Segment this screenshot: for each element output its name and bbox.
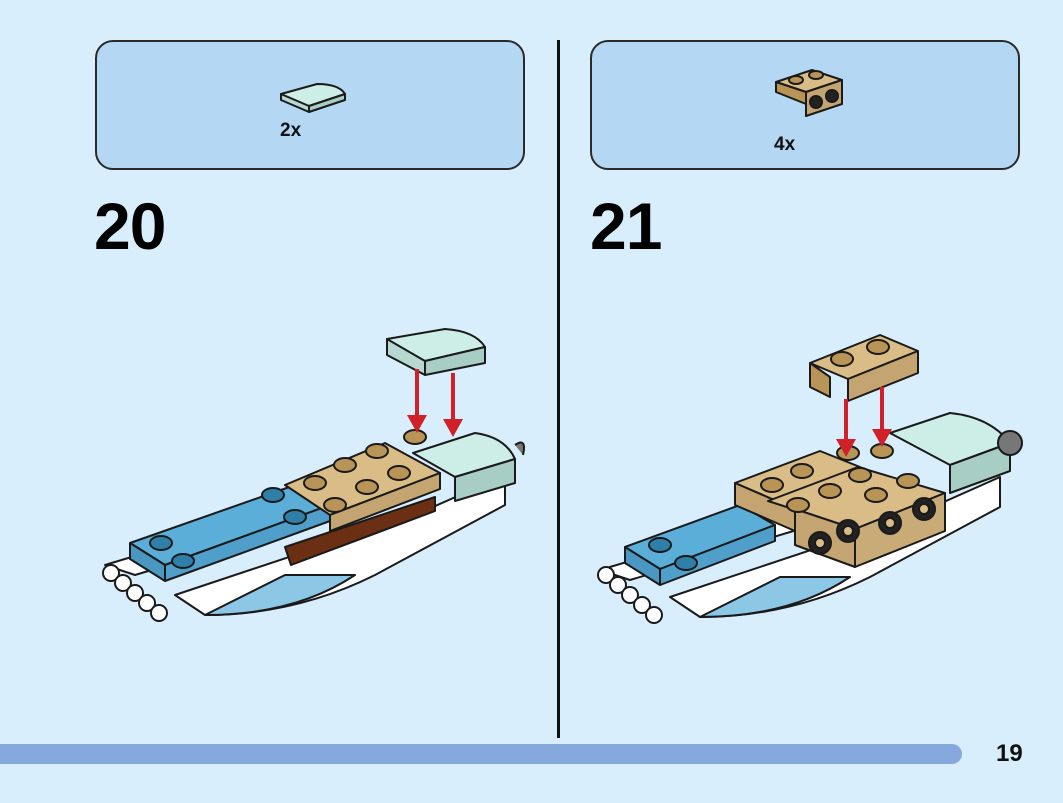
part-quantity-step-21: 4x <box>774 134 796 155</box>
red-arrow-icon <box>836 387 892 457</box>
light-aqua-curved-slope-icon <box>280 83 346 113</box>
boat-assembly-step-21-illustration <box>597 334 1023 624</box>
red-arrow-icon <box>407 369 463 437</box>
parts-box-step-20: 2x <box>95 40 525 170</box>
step-number-21: 21 <box>590 189 662 263</box>
part-quantity-step-20: 2x <box>280 120 302 141</box>
page-progress-bar <box>0 744 962 764</box>
parts-box-step-21: 4x <box>590 40 1020 170</box>
step-divider <box>557 40 560 738</box>
tan-bracket-brick-icon <box>775 69 843 117</box>
boat-assembly-step-20-illustration <box>102 328 525 622</box>
step-number-20: 20 <box>94 189 166 263</box>
page-number: 19 <box>996 740 1023 767</box>
